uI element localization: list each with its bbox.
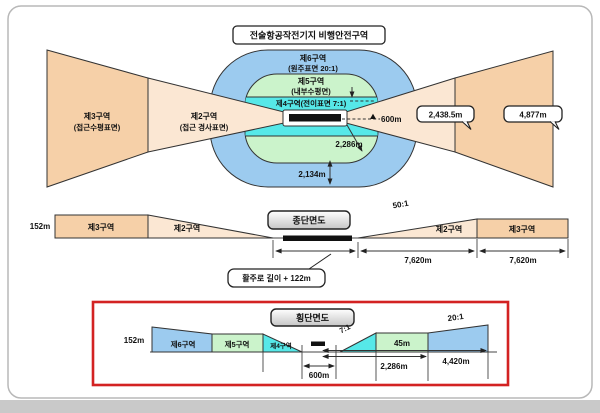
title-box	[232, 25, 386, 45]
photo-bottom-edge	[0, 400, 600, 413]
long-zone3-right-label: 제3구역	[509, 224, 536, 234]
zone5-label: 제5구역	[298, 76, 325, 86]
dim-7620-b: 7,620m	[509, 256, 536, 265]
dim-7620-a: 7,620m	[404, 256, 431, 265]
cross-section-title-box	[270, 308, 355, 327]
long-zone3-right	[476, 218, 569, 239]
cross-dim-600m: 600m	[309, 371, 329, 380]
long-runway-bar	[283, 235, 352, 241]
cross-slope-20-1: 20:1	[447, 312, 465, 323]
plan-dim-600m: 600m	[381, 115, 401, 124]
long-section-title-box	[267, 210, 351, 230]
cross-section-red-frame	[91, 300, 510, 387]
runway-callout-tail	[308, 253, 332, 270]
cross-zone4-label: 제4구역	[270, 341, 292, 350]
cross-slope-7-1: 7:1	[338, 322, 352, 335]
long-zone2-left-label: 제2구역	[174, 223, 201, 233]
radius-2286-arrow	[346, 124, 363, 152]
cross-zone5-label: 제5구역	[225, 339, 250, 349]
runway-callout-box	[227, 268, 326, 288]
zone2-left-sublabel: (접근 경사표면)	[180, 122, 229, 132]
cross-runway-bar	[311, 341, 325, 346]
zone5-sublabel: (내부수평면)	[291, 86, 331, 96]
diagram-title: 전술항공작전기지 비행안전구역	[250, 30, 368, 41]
long-zone3-left-label: 제3구역	[88, 222, 115, 232]
runway-callout-label: 활주로 길이 + 122m	[242, 273, 311, 283]
plan-dim-2134m: 2,134m	[298, 170, 325, 179]
callout-4877-tail	[549, 121, 560, 130]
long-slope-50-1: 50:1	[392, 199, 410, 211]
zone2-left-label: 제2구역	[191, 111, 218, 121]
zone6-sublabel: (원주표면 20:1)	[288, 63, 338, 73]
callout-4877-box	[503, 105, 563, 123]
cross-height-152m: 152m	[124, 336, 144, 345]
long-height-152m: 152m	[30, 222, 50, 231]
cross-45m-label: 45m	[394, 339, 410, 348]
cross-section-title: 횡단면도	[296, 312, 330, 323]
callout-2438-box	[416, 105, 475, 123]
callout-2438-tail	[461, 121, 472, 130]
zone3-left-label: 제3구역	[84, 111, 111, 121]
cross-dim-4420m: 4,420m	[442, 357, 469, 366]
long-zone2-left	[147, 214, 274, 239]
callout-2438-label: 2,438.5m	[429, 111, 463, 120]
cross-zone6-label: 제6구역	[171, 339, 196, 349]
long-zone2-right-label: 제2구역	[436, 224, 463, 234]
zone4-label: 제4구역(전이표면 7:1)	[276, 98, 347, 108]
up-arrowhead	[370, 113, 376, 119]
long-section-title: 종단면도	[292, 215, 326, 226]
zone6-label: 제6구역	[300, 53, 327, 63]
zone3-left-sublabel: (접근수평표면)	[74, 122, 121, 132]
cross-dim-2286m: 2,286m	[380, 362, 407, 371]
runway-bar	[289, 114, 341, 122]
plan-dim-2286m: 2,286m	[335, 140, 362, 149]
cross-zone4	[262, 333, 303, 353]
callout-4877-label: 4,877m	[519, 111, 546, 120]
